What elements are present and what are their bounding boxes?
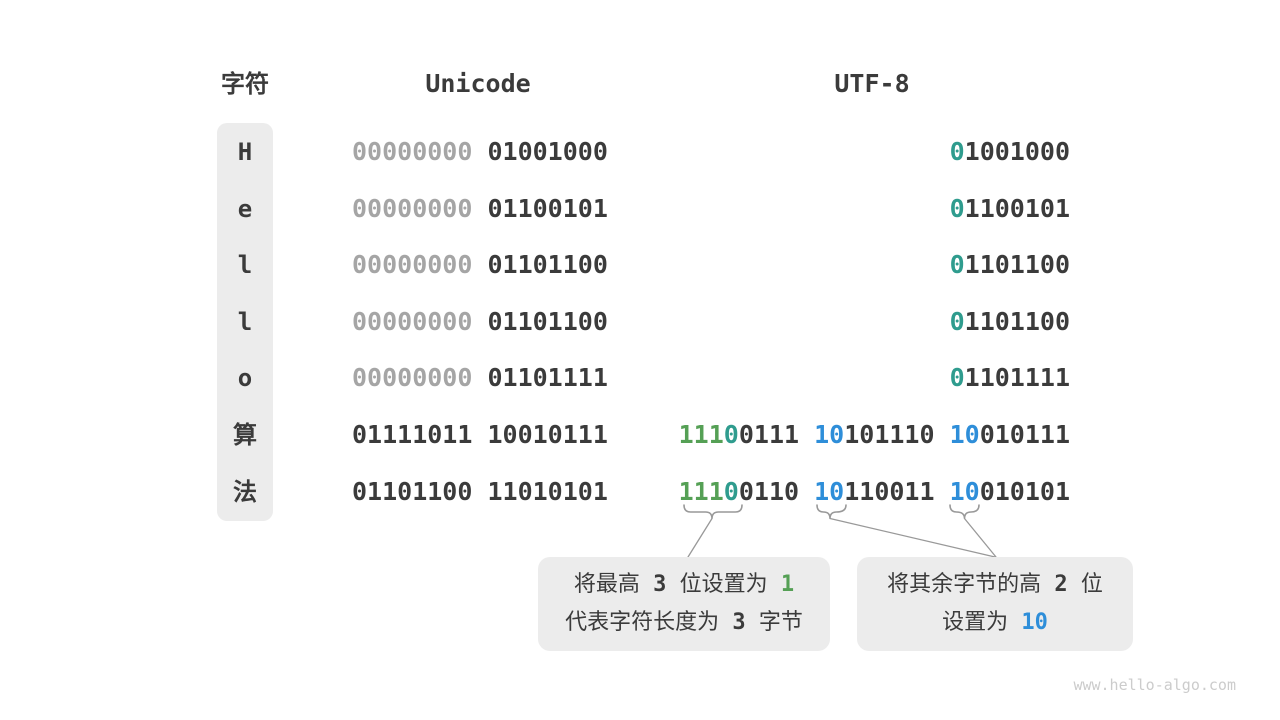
bit-segment: 101110 — [844, 420, 950, 449]
bit-segment: 111 — [678, 476, 724, 506]
underbrace-continuation-byte-2 — [816, 504, 847, 519]
bit-segment: 111 — [678, 420, 724, 449]
connector-line-byte3-to-right-callout — [963, 517, 997, 558]
bit-segment: 01101100 11010101 — [352, 476, 608, 506]
unicode-binary-cell: 00000000 01101100 — [352, 250, 608, 280]
bit-segment: 0 — [949, 193, 965, 223]
character-cell: o — [237, 364, 253, 393]
bit-segment: 0 — [723, 476, 739, 506]
column-header-unicode: Unicode — [425, 69, 531, 98]
connector-line-to-left-callout — [687, 517, 713, 558]
bit-segment: 010101 — [979, 476, 1070, 506]
character-cell: 法 — [233, 477, 257, 506]
bit-segment: 0111 — [738, 420, 815, 449]
unicode-binary-cell: 00000000 01001000 — [352, 137, 608, 167]
callout-text-line: 将其余字节的高 2 位 — [857, 566, 1133, 604]
bit-segment: 00000000 — [352, 137, 473, 166]
bit-segment: 01001000 — [472, 137, 608, 166]
bit-segment: 3 — [719, 610, 759, 635]
bit-segment: 1 — [767, 572, 795, 597]
bit-segment: 0 — [949, 137, 965, 166]
utf8-binary-cell: 01101100 — [950, 250, 1070, 280]
bit-segment: 10 — [814, 476, 845, 506]
bit-segment: 00000000 — [352, 193, 473, 223]
bit-segment: 10 — [814, 420, 845, 449]
character-cell: e — [237, 194, 253, 223]
bit-segment: 0 — [949, 306, 965, 336]
callout-text-line: 设置为 10 — [857, 604, 1133, 642]
character-cell: l — [237, 251, 253, 280]
bit-segment: 将最高 — [573, 572, 640, 597]
bit-segment: 0 — [949, 363, 965, 393]
character-cell: 算 — [233, 421, 257, 449]
watermark: www.hello-algo.com — [1073, 676, 1236, 694]
callout-continuation-bits-explanation: 将其余字节的高 2 位设置为 10 — [857, 557, 1133, 651]
bit-segment: 01111011 10010111 — [352, 420, 608, 449]
bit-segment: 代表字符长度为 — [565, 610, 720, 635]
bit-segment: 10 — [949, 476, 980, 506]
bit-segment: 00000000 — [352, 306, 473, 336]
bit-segment: 将其余字节的高 — [887, 572, 1042, 597]
underbrace-continuation-byte-3 — [949, 504, 980, 519]
unicode-binary-cell: 01101100 11010101 — [352, 477, 608, 507]
bit-segment: 01101111 — [472, 363, 608, 393]
bit-segment: 0 — [723, 420, 739, 449]
character-cell: H — [237, 138, 253, 166]
bit-segment: 位 — [1080, 572, 1103, 597]
bit-segment: 10 — [949, 420, 980, 449]
bit-segment: 1101100 — [964, 306, 1070, 336]
callout-text-line: 代表字符长度为 3 字节 — [538, 604, 830, 642]
bit-segment: 位设置为 — [679, 572, 768, 597]
bit-segment: 00000000 — [352, 363, 473, 393]
bit-segment: 2 — [1041, 572, 1081, 597]
bit-segment: 110011 — [844, 476, 950, 506]
utf8-binary-cell: 11100110 10110011 10010101 — [679, 477, 1070, 507]
bit-segment: 1001000 — [964, 137, 1070, 166]
bit-segment: 10 — [1008, 610, 1048, 635]
bit-segment: 1100101 — [964, 193, 1070, 223]
bit-segment: 1101111 — [964, 363, 1070, 393]
bit-segment: 0 — [949, 250, 965, 280]
connector-line-byte2-to-right-callout — [829, 517, 996, 558]
bit-segment: 01100101 — [472, 193, 608, 223]
character-cell: l — [237, 307, 253, 336]
column-header-character: 字符 — [221, 70, 269, 98]
bit-segment: 设置为 — [942, 610, 1009, 635]
utf8-binary-cell: 01101100 — [950, 307, 1070, 337]
bit-segment: 00000000 — [352, 250, 473, 280]
unicode-binary-cell: 01111011 10010111 — [352, 420, 608, 450]
underbrace-leading-bits — [683, 504, 743, 519]
utf8-binary-cell: 01101111 — [950, 363, 1070, 393]
utf8-binary-cell: 01100101 — [950, 194, 1070, 224]
bit-segment: 1101100 — [964, 250, 1070, 280]
utf8-binary-cell: 11100111 10101110 10010111 — [679, 420, 1070, 450]
bit-segment: 010111 — [979, 420, 1070, 449]
unicode-binary-cell: 00000000 01101111 — [352, 363, 608, 393]
bit-segment: 0110 — [738, 476, 815, 506]
bit-segment: 01101100 — [472, 306, 608, 336]
column-header-utf8: UTF-8 — [834, 69, 910, 98]
unicode-binary-cell: 00000000 01100101 — [352, 194, 608, 224]
unicode-binary-cell: 00000000 01101100 — [352, 307, 608, 337]
bit-segment: 字节 — [758, 610, 803, 635]
utf8-binary-cell: 01001000 — [950, 137, 1070, 167]
bit-segment: 01101100 — [472, 250, 608, 280]
bit-segment: 3 — [639, 572, 680, 597]
character-column-background — [217, 123, 273, 521]
callout-text-line: 将最高 3 位设置为 1 — [538, 566, 830, 604]
